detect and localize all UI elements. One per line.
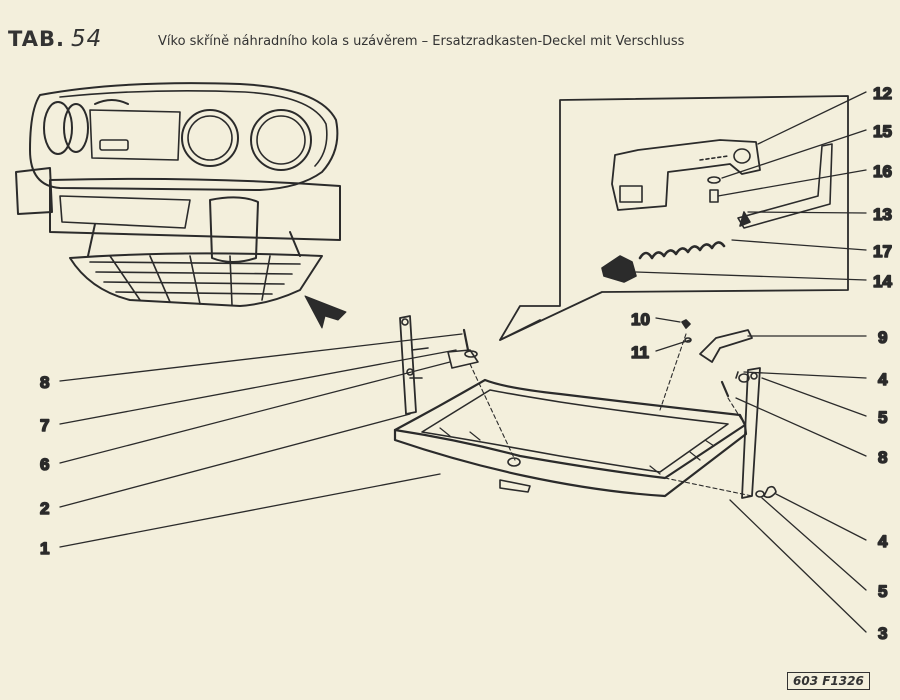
callout-13: 13: [873, 205, 892, 224]
callout-4-upper: 4: [878, 370, 888, 389]
table-number: TAB.54: [8, 26, 102, 52]
callout-11: 11: [631, 343, 649, 362]
tab-label: TAB.: [8, 27, 65, 51]
callout-8-left: 8: [40, 373, 49, 392]
callout-2: 2: [40, 499, 49, 518]
callout-14: 14: [873, 272, 892, 291]
callout-12: 12: [873, 84, 892, 103]
car-front-illustration: [15, 82, 347, 329]
callout-7: 7: [40, 416, 49, 435]
callout-10: 10: [631, 310, 650, 329]
callout-15: 15: [873, 122, 892, 141]
callout-9: 9: [878, 328, 887, 347]
callout-5-lower: 5: [878, 582, 887, 601]
callout-17: 17: [873, 242, 892, 261]
drawing-reference-code: 603 F1326: [787, 672, 870, 690]
callout-labels: 12 15 16 13 17 14 10 9 11 4 5 8 4 5 3 8 …: [39, 83, 893, 644]
leader-lines: [59, 91, 867, 633]
lock-detail-inset: [499, 95, 849, 341]
callout-8-right: 8: [878, 448, 887, 467]
cover-assembly: [393, 315, 777, 499]
callout-4-lower: 4: [878, 532, 888, 551]
tab-number: 54: [70, 26, 103, 52]
callout-5-upper: 5: [878, 408, 887, 427]
callout-16: 16: [873, 162, 892, 181]
diagram-title: Víko skříně náhradního kola s uzávěrem –…: [158, 34, 685, 49]
callout-3: 3: [878, 624, 887, 643]
callout-6: 6: [40, 455, 49, 474]
callout-1: 1: [40, 539, 49, 558]
